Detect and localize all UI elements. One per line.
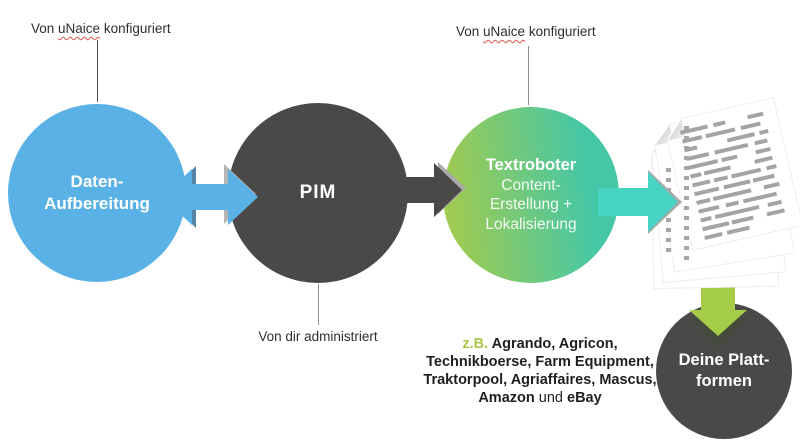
misspelled-word: uNaice — [483, 24, 526, 39]
node-textroboter: Textroboter Content- Erstellung + Lokali… — [443, 107, 619, 283]
node-label: PIM — [299, 182, 337, 203]
annotation-configured-left: Von uNaice konfiguriert — [31, 21, 171, 36]
node-title: Textroboter — [485, 156, 577, 174]
examples-line: Amazon und eBay — [382, 389, 698, 407]
node-label-line: Aufbereitung — [44, 194, 150, 213]
document-text-dashes — [684, 126, 689, 264]
connector-line-left — [97, 40, 98, 102]
examples-line: Technikboerse, Farm Equipment, — [426, 354, 654, 370]
node-label-line: Deine Platt- — [678, 351, 770, 369]
annotation-configured-right: Von uNaice konfiguriert — [456, 24, 596, 39]
arrow-right-teal-icon — [598, 170, 682, 234]
annotation-text: Von — [456, 24, 484, 39]
arrow-bidirectional-icon — [162, 164, 258, 228]
examples-text: Amazon — [478, 390, 535, 406]
document-text-lines — [680, 111, 793, 245]
annotation-pim-admin: Von dir administriert — [258, 329, 378, 344]
node-label-line: formen — [696, 372, 752, 390]
node-pim: PIM — [228, 103, 408, 283]
connector-line-pim — [318, 284, 319, 325]
misspelled-word: uNaice — [58, 21, 101, 36]
annotation-text: konfiguriert — [525, 24, 596, 39]
node-label-line: Lokalisierung — [485, 215, 577, 233]
examples-text: Agrando, Agricon, — [491, 336, 618, 352]
platform-examples: z.B. Agrando, Agricon, Technikboerse, Fa… — [382, 335, 698, 407]
zb-prefix: z.B. — [462, 336, 489, 352]
arrow-right-dark-icon — [398, 162, 466, 217]
annotation-text: konfiguriert — [100, 21, 171, 36]
annotation-text: Von — [31, 21, 59, 36]
node-label-line: Erstellung + — [489, 196, 573, 213]
examples-line: Traktorpool, Agriaffaires, Mascus, — [423, 372, 657, 388]
node-label-line: Content- — [501, 176, 561, 194]
node-label-line: Daten- — [70, 172, 124, 191]
examples-line: z.B. Agrando, Agricon, — [382, 335, 698, 353]
examples-text: und — [538, 390, 563, 406]
examples-text: eBay — [567, 390, 602, 406]
node-daten-aufbereitung: Daten- Aufbereitung — [8, 104, 186, 282]
connector-line-right — [528, 46, 529, 105]
